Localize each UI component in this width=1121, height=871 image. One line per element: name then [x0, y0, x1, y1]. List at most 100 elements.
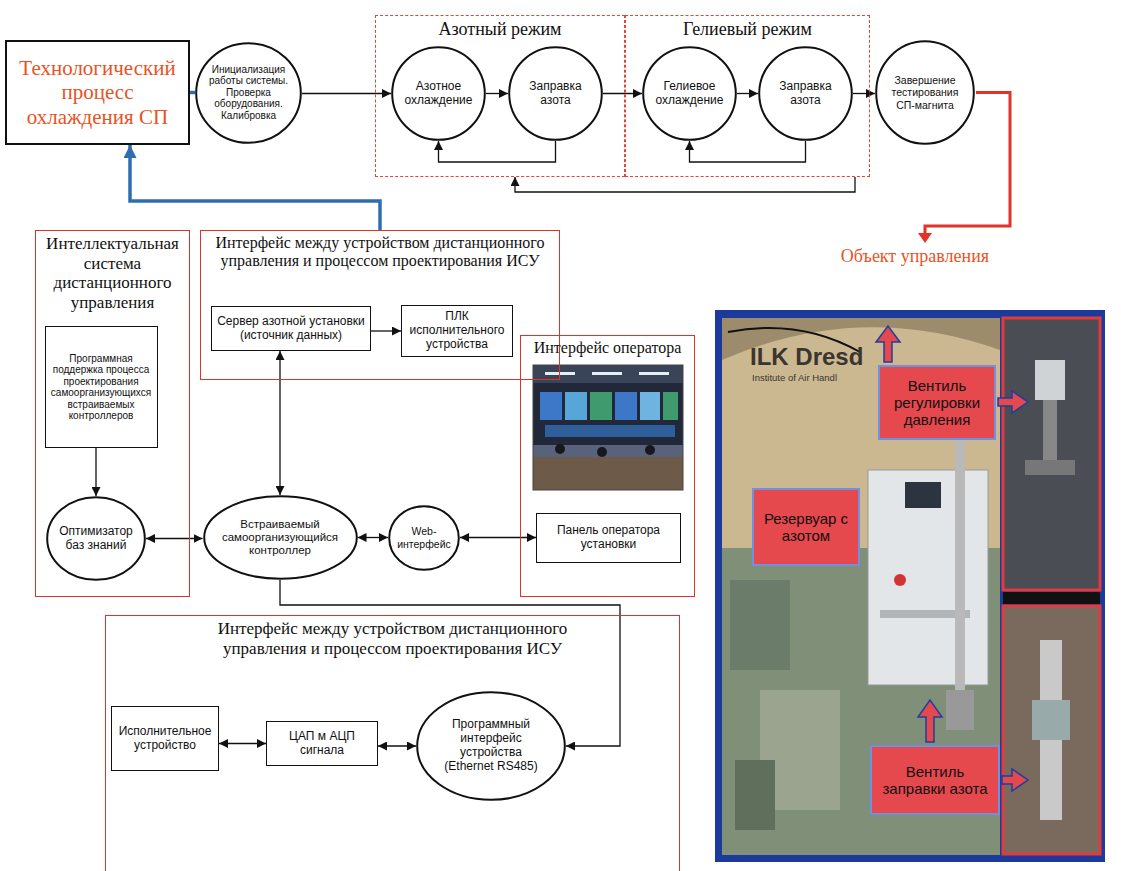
- callout-box: Вентиль регулировки давления: [878, 365, 996, 440]
- photo-ground: [533, 365, 683, 490]
- process-ellipse: Завершение тестирования СП-магнита: [875, 40, 975, 145]
- node-label: Вентиль регулировки давления: [886, 377, 988, 429]
- ellipse-outline-path: [417, 692, 565, 800]
- pipe: [955, 440, 965, 710]
- interface-region: Интерфейс между устройством дистанционно…: [200, 230, 560, 380]
- connector: [486, 93, 508, 94]
- node-label: Вентиль заправки азота: [878, 763, 992, 798]
- node-label: ПЛК исполнительного устройства: [407, 310, 507, 351]
- screen: [540, 392, 562, 420]
- desk: [533, 445, 683, 457]
- ellipse-outline-path: [643, 47, 736, 140]
- person: [555, 444, 565, 454]
- callout-arrow: [1002, 769, 1028, 791]
- arrow-head: [918, 233, 932, 243]
- callout-box: Вентиль заправки азота: [870, 745, 1000, 815]
- light: [592, 372, 622, 375]
- node-label: Программная поддержка процесса проектиро…: [51, 353, 152, 422]
- node-label: Гелиевое охлаждение: [653, 80, 725, 108]
- web-circle: Web-интерфейс: [388, 505, 460, 571]
- valve-body: [1025, 460, 1075, 475]
- callout-box: Резервуар с азотом: [752, 488, 860, 566]
- ellipse-outline-path: [392, 47, 485, 140]
- system-region: Интеллектуальная система дистанционного …: [35, 230, 190, 597]
- ellipse-outline-path: [204, 496, 357, 579]
- process-box: Сервер азотной установки (источник данны…: [211, 306, 371, 351]
- connector: [378, 745, 416, 746]
- ellipse-outline-path: [759, 47, 852, 140]
- inset-photo: [1003, 606, 1100, 854]
- connector: [690, 141, 806, 162]
- screen: [615, 392, 637, 420]
- light: [639, 372, 669, 375]
- photo-sign-holder: ILK Dresd: [750, 343, 885, 371]
- process-box: ПЛК исполнительного устройства: [401, 305, 513, 357]
- gap: [1003, 592, 1100, 604]
- connector: [190, 91, 195, 95]
- person: [597, 447, 607, 457]
- node-label: Завершение тестирования СП-магнита: [887, 74, 963, 110]
- connector: [95, 448, 96, 496]
- stage-circle: Заправка азота: [758, 46, 853, 141]
- ellipse-outline-path: [47, 497, 145, 580]
- connector: [219, 743, 266, 744]
- floor: [533, 457, 683, 490]
- node-label: Панель оператора установки: [542, 524, 675, 552]
- connector: [439, 141, 556, 162]
- region-title: Интерфейс оператора: [521, 339, 694, 357]
- node-label: Заправка азота: [519, 80, 591, 108]
- connector: [146, 538, 203, 539]
- node-label: Программный интерфейс устройства (Ethern…: [434, 718, 548, 773]
- screen-row: [545, 425, 675, 437]
- node-label: Web-интерфейс: [397, 525, 452, 549]
- photo-sign-holder: Institute of Air Handl: [752, 373, 877, 384]
- callout-arrow: [918, 700, 942, 742]
- screen: [590, 392, 612, 420]
- connector: [515, 177, 855, 192]
- interface-region: Интерфейс между устройством дистанционно…: [105, 615, 680, 871]
- connector: [603, 93, 642, 94]
- node-label: Технологический процесс охлаждения СП: [12, 56, 183, 128]
- node-label: Оптимизатор баз знаний: [58, 525, 134, 553]
- screen: [565, 392, 587, 420]
- region-title: Интерфейс между устройством дистанционно…: [193, 619, 593, 658]
- valve: [946, 690, 974, 730]
- stage-circle: Гелиевое охлаждение: [642, 46, 737, 141]
- node-label: ЦАП м АЦП сигнала: [272, 730, 372, 758]
- process-box: Панель оператора установки: [536, 513, 681, 563]
- stop-button: [894, 574, 906, 586]
- ellipse-outline-path: [509, 47, 602, 140]
- ellipse-outline-path: [876, 41, 974, 144]
- plant-photo: [715, 310, 1105, 862]
- cabinet-screen: [905, 482, 941, 508]
- object-label-holder: Объект управления: [815, 246, 1015, 267]
- process-ellipse: Программный интерфейс устройства (Ethern…: [416, 691, 566, 801]
- node-label: Инициализация работы системы. Проверка о…: [208, 64, 289, 122]
- connector: [302, 93, 391, 94]
- region-title: Интерфейс между устройством дистанционно…: [201, 234, 559, 271]
- connector: [358, 537, 389, 538]
- object-label: Объект управления: [815, 246, 1015, 267]
- region-title: Интеллектуальная система дистанционного …: [36, 234, 189, 312]
- node-label: Исполнительное устройство: [117, 725, 213, 753]
- callout-arrow: [876, 326, 900, 362]
- process-box: Программная поддержка процесса проектиро…: [45, 326, 158, 448]
- callout-arrow: [998, 391, 1028, 413]
- interface-region: Интерфейс оператораПанель оператора уста…: [520, 335, 695, 597]
- ceiling: [533, 365, 683, 383]
- cabinet: [868, 470, 988, 685]
- connector: [371, 330, 401, 331]
- connector: [460, 537, 536, 538]
- photo-frame: [715, 310, 1105, 862]
- node-label: Резервуар с азотом: [760, 510, 852, 545]
- photo-ground: [722, 318, 1000, 855]
- patch: [735, 760, 775, 830]
- screen: [640, 392, 660, 420]
- region-title: Гелиевый режим: [626, 19, 869, 40]
- control-room-photo: [533, 365, 683, 490]
- node-label: Заправка азота: [769, 80, 841, 108]
- patch: [730, 580, 790, 670]
- photo-sign: Institute of Air Handl: [752, 373, 877, 384]
- stage-circle: Азотное охлаждение: [391, 46, 486, 141]
